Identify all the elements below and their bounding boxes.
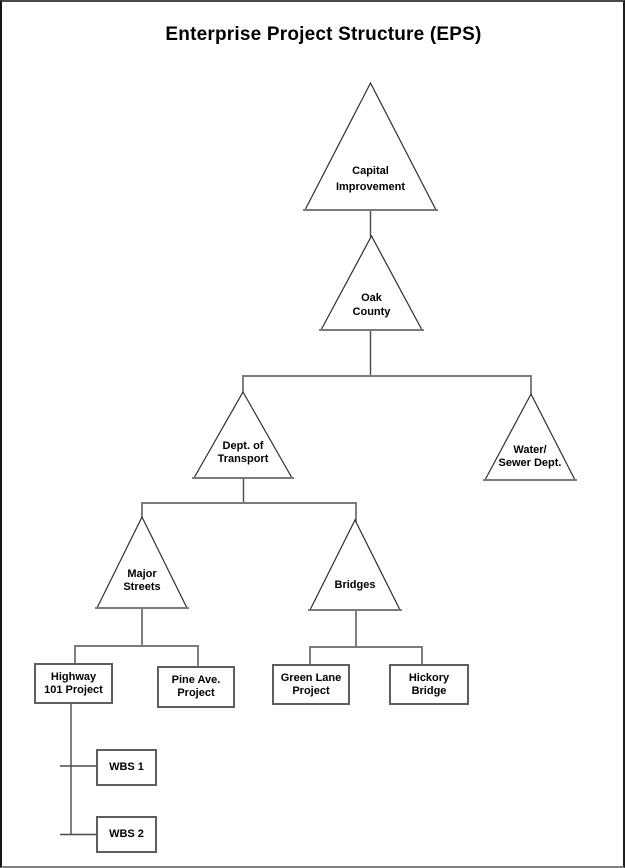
node-label-bridges: Bridges: [310, 579, 400, 592]
triangle-base-edges: [95, 209, 577, 611]
node-label-oak-county: Oak County: [321, 291, 422, 319]
connector-lines: [60, 210, 532, 836]
node-label-line: Water/: [513, 444, 547, 456]
node-label-line: Oak: [361, 292, 382, 304]
node-pine-ave-project: Pine Ave. Project: [157, 666, 235, 708]
node-wbs-1: WBS 1: [96, 749, 157, 786]
node-label-line: Sewer Dept.: [498, 457, 562, 469]
node-label-line: Streets: [123, 581, 161, 593]
major-streets-triangle: [96, 515, 188, 609]
node-green-lane-project: Green Lane Project: [272, 664, 350, 705]
node-label-line: WBS 2: [109, 828, 144, 840]
node-label-line: Hickory: [408, 671, 450, 684]
node-label-water-sewer-dept: Water/ Sewer Dept.: [485, 444, 575, 470]
node-label-line: Bridge: [411, 684, 447, 697]
node-label-line: WBS 1: [109, 761, 144, 773]
node-label-dept-of-transport: Dept. of Transport: [194, 440, 292, 466]
node-label-major-streets: Major Streets: [97, 568, 187, 594]
node-wbs-2: WBS 2: [96, 816, 157, 853]
node-label-line: Transport: [217, 453, 269, 465]
page-title: Enterprise Project Structure (EPS): [165, 24, 482, 45]
node-label-line: Bridges: [334, 579, 376, 591]
node-hickory-bridge: Hickory Bridge: [389, 664, 469, 705]
node-label-line: Improvement: [335, 181, 406, 193]
node-highway-101-project: Highway 101 Project: [34, 663, 113, 704]
bridges-triangle: [309, 518, 401, 611]
node-label-capital-improvement: Capital Improvement: [305, 163, 436, 195]
node-label-line: Green Lane: [280, 671, 342, 684]
node-label-line: Capital: [352, 165, 389, 177]
node-label-line: County: [352, 306, 391, 318]
connector-rails: [74, 375, 532, 648]
node-label-line: Highway: [50, 670, 97, 683]
node-label-line: Major: [127, 568, 157, 580]
node-label-line: Project: [292, 684, 330, 697]
node-label-line: Dept. of: [222, 440, 264, 452]
node-label-line: 101 Project: [44, 683, 103, 696]
node-label-line: Project: [177, 687, 215, 699]
node-label-line: Pine Ave.: [171, 674, 221, 686]
